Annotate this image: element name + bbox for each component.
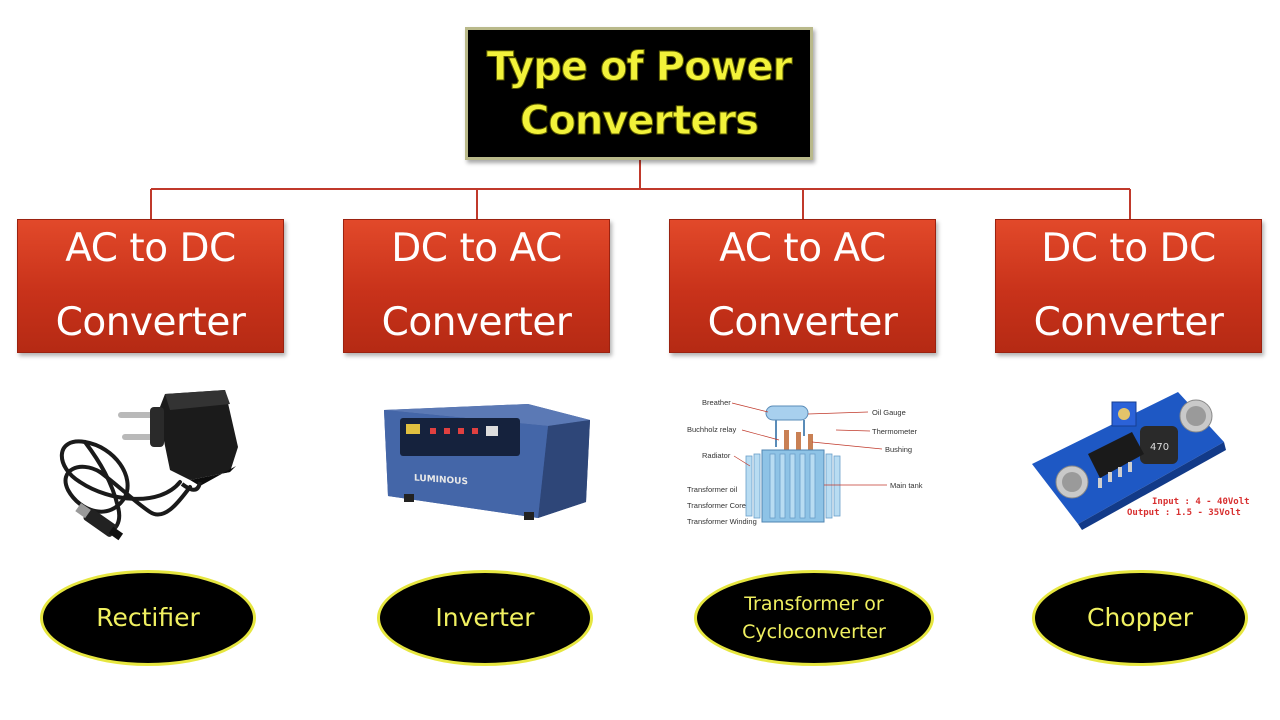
label-transformer-winding: Transformer Winding [687,517,757,526]
device-oval-transformer: Transformer or Cycloconverter [694,570,934,666]
inverter-brand: LUMINOUS [414,474,468,488]
label-thermometer: Thermometer [872,427,918,436]
device-oval-inverter: Inverter [377,570,593,666]
title-box: Type of Power Converters [465,27,813,160]
wall-charger-image [59,390,238,541]
device-label: Transformer or Cycloconverter [742,593,886,643]
buck-converter-image: 470 Input : 4 - 40Volt Output : 1.5 - 35… [1032,392,1250,530]
label-radiator: Radiator [702,451,731,460]
device-label: Inverter [435,603,535,632]
label-breather: Breather [702,398,731,407]
label-transformer-core: Transformer Core [687,501,746,510]
transformer-diagram: Breather Buchholz relay Radiator Transfo… [687,398,923,526]
device-oval-chopper: Chopper [1032,570,1248,666]
category-ac-to-ac: AC to AC Converter [669,219,936,353]
category-label: DC to AC Converter [381,226,572,345]
label-buchholz-relay: Buchholz relay [687,425,736,434]
category-dc-to-ac: DC to AC Converter [343,219,610,353]
device-oval-rectifier: Rectifier [40,570,256,666]
category-label: DC to DC Converter [1033,226,1224,345]
label-oil-gauge: Oil Gauge [872,408,906,417]
category-label: AC to DC Converter [55,226,246,345]
label-bushing: Bushing [885,445,912,454]
device-label: Rectifier [96,603,200,632]
device-label: Chopper [1087,603,1193,632]
inverter-image: LUMINOUS [384,404,590,520]
chopper-output-text: Output : 1.5 - 35Volt [1127,508,1241,518]
category-label: AC to AC Converter [707,226,898,345]
category-dc-to-dc: DC to DC Converter [995,219,1262,353]
diagram-title: Type of Power Converters [486,43,793,144]
category-ac-to-dc: AC to DC Converter [17,219,284,353]
inductor-value: 470 [1150,442,1169,453]
label-transformer-oil: Transformer oil [687,485,737,494]
chopper-input-text: Input : 4 - 40Volt [1152,497,1250,507]
label-main-tank: Main tank [890,481,923,490]
